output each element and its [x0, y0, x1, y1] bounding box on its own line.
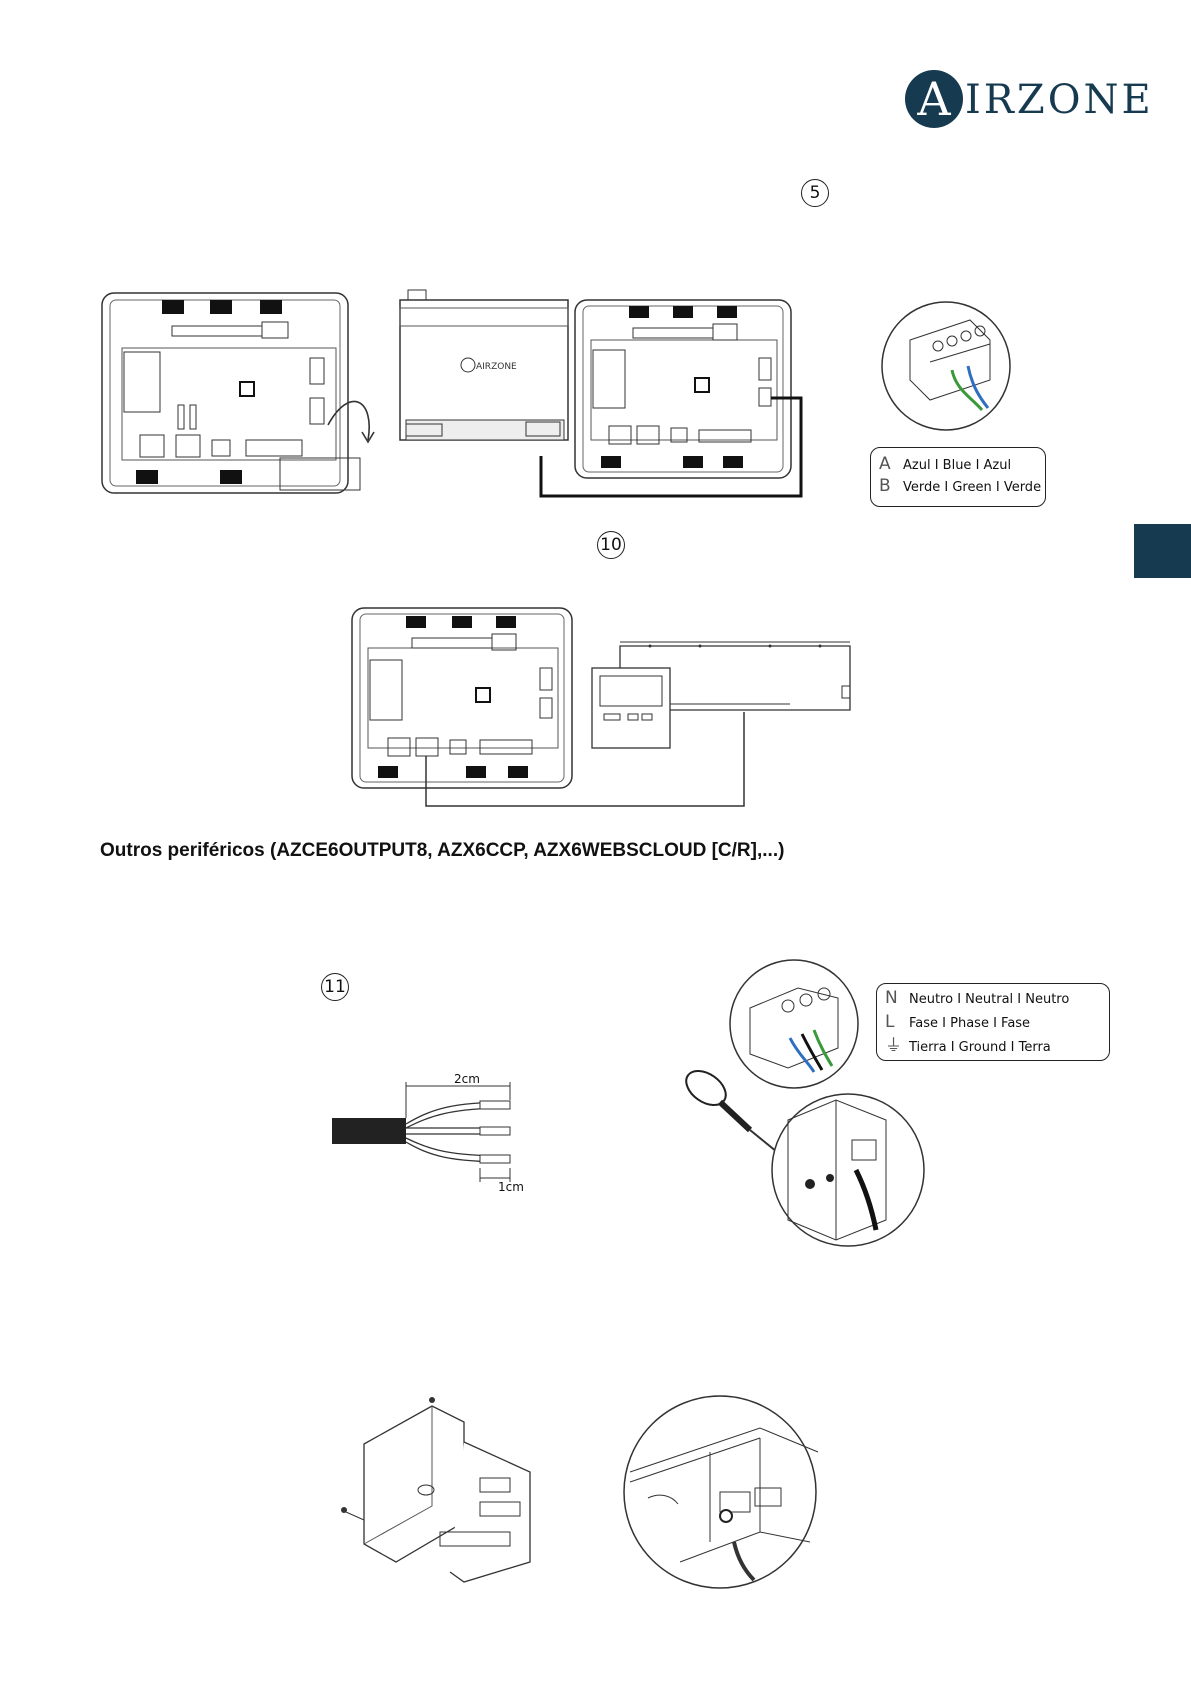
external-unit-illustration	[590, 640, 860, 750]
step-10-marker: 10	[597, 531, 625, 559]
main-board-left-illustration	[100, 290, 360, 500]
screwdriver-mounting-illustration	[686, 1060, 926, 1250]
cable-strip-diagram	[330, 1070, 540, 1190]
legend-row-ground: ⏚Tierra I Ground I Terra	[885, 1036, 1051, 1056]
section-title-other-peripherals: Outros periféricos (AZCE6OUTPUT8, AZX6CC…	[100, 840, 784, 862]
step-11-marker: 11	[321, 973, 349, 1001]
central-controller-illustration: AIRZONE	[398, 290, 573, 460]
enclosure-detail-zoom	[620, 1392, 820, 1592]
wire-length-label: 1cm	[498, 1180, 524, 1194]
strip-length-label: 2cm	[454, 1072, 480, 1086]
enclosure-assembly-illustration	[340, 1392, 540, 1587]
main-board-center-illustration	[350, 606, 575, 798]
logo-initial: A	[905, 70, 963, 128]
section-side-tab	[1134, 524, 1191, 578]
airzone-logo: A IRZONE	[905, 70, 1120, 130]
step-5-marker: 5	[801, 179, 829, 207]
controller-brand-label: AIRZONE	[476, 362, 517, 372]
bus-connector-zoom	[880, 300, 1020, 440]
logo-wordmark: IRZONE	[965, 78, 1154, 122]
main-board-right-illustration	[573, 298, 813, 498]
